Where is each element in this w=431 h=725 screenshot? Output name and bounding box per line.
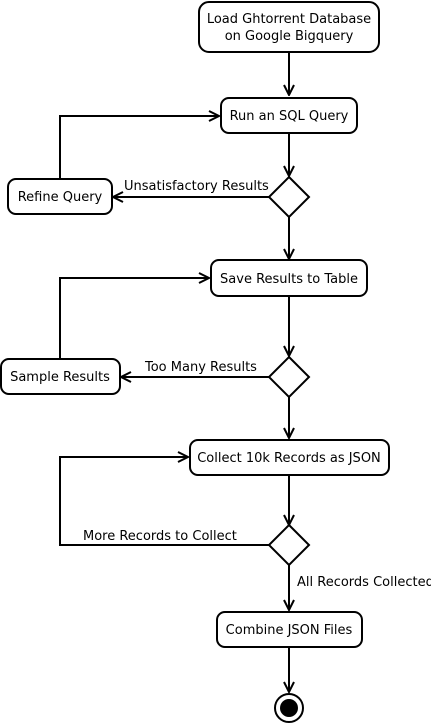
node-load-database: Load Ghtorrent Database on Google Bigque… <box>198 1 380 53</box>
edge-label-too-many: Too Many Results <box>144 360 257 375</box>
final-node <box>274 693 304 723</box>
edge-decision3-to-collect <box>59 457 269 546</box>
node-run-query-label: Run an SQL Query <box>230 109 349 124</box>
node-save-results: Save Results to Table <box>210 259 368 297</box>
node-sample-results-label: Sample Results <box>10 370 110 385</box>
edge-refine-to-query <box>59 116 219 178</box>
node-load-database-line1: Load Ghtorrent Database <box>207 12 371 27</box>
decision-more-records-diamond <box>267 523 311 567</box>
node-run-query: Run an SQL Query <box>220 97 358 134</box>
edge-label-unsatisfactory: Unsatisfactory Results <box>124 179 269 194</box>
node-refine-query: Refine Query <box>7 178 113 215</box>
decision-too-many-diamond <box>267 355 311 399</box>
decision-unsatisfactory-diamond <box>267 175 311 219</box>
node-combine-files-label: Combine JSON Files <box>226 623 353 638</box>
node-refine-query-label: Refine Query <box>18 190 103 205</box>
edge-sample-to-save <box>59 278 209 358</box>
node-save-results-label: Save Results to Table <box>220 272 358 287</box>
edge-label-all-collected: All Records Collected <box>297 575 431 590</box>
edge-label-more-records: More Records to Collect <box>83 529 237 544</box>
node-sample-results: Sample Results <box>0 358 121 395</box>
node-load-database-line2: on Google Bigquery <box>225 29 354 44</box>
node-collect-records-label: Collect 10k Records as JSON <box>197 451 381 466</box>
node-combine-files: Combine JSON Files <box>216 611 363 648</box>
node-collect-records: Collect 10k Records as JSON <box>189 439 390 476</box>
